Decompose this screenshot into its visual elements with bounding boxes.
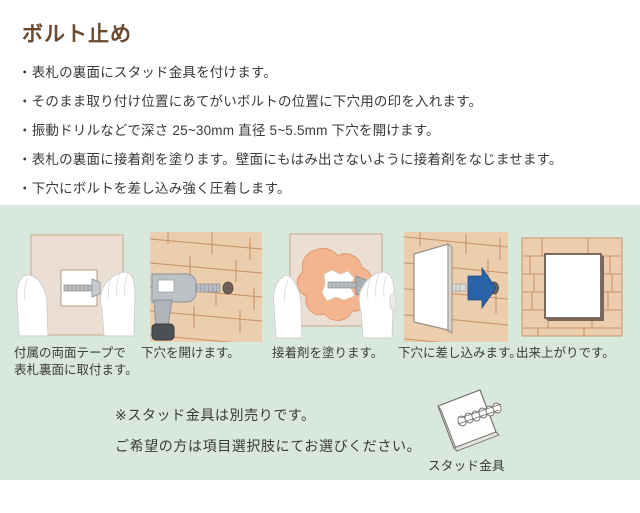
illustration-drill-pilot-hole — [150, 232, 262, 342]
panel-caption: 付属の両面テープで 表札裏面に取付ます。 — [14, 346, 138, 377]
instruction-step: ・表札の裏面に接着剤を塗ります。壁面にもはみ出さないように接着剤をなじませます。 — [18, 152, 563, 167]
instruction-step: ・振動ドリルなどで深さ 25~30mm 直径 5~5.5mm 下穴を開けます。 — [18, 123, 440, 138]
stud-hardware-label: スタッド金具 — [428, 459, 505, 473]
stud-availability-note: ※スタッド金具は別売りです。 ご希望の方は項目選択肢にてお選びください。 — [115, 400, 421, 462]
note-line: ※スタッド金具は別売りです。 — [115, 407, 316, 423]
page-title: ボルト止め — [22, 23, 132, 46]
instruction-step: ・下穴にボルトを差し込み強く圧着します。 — [18, 181, 291, 196]
note-line: ご希望の方は項目選択肢にてお選びください。 — [115, 438, 422, 454]
illustration-insert-into-hole — [404, 232, 508, 342]
stud-hardware-illustration — [424, 388, 528, 458]
panel-caption: 接着剤を塗ります。 — [272, 346, 384, 360]
illustration-strip — [0, 232, 640, 342]
panel-caption: 下穴に差し込みます。 — [398, 346, 522, 360]
instruction-step: ・表札の裏面にスタッド金具を付けます。 — [18, 65, 277, 80]
panel-caption: 下穴を開けます。 — [141, 346, 240, 360]
instruction-step: ・そのまま取り付け位置にあてがいボルトの位置に下穴用の印を入れます。 — [18, 94, 483, 109]
illustration-attach-stud-to-plate — [14, 232, 140, 342]
illustration-apply-adhesive — [272, 232, 398, 342]
panel-caption: 出来上がりです。 — [516, 346, 615, 360]
illustration-finished-result — [518, 232, 626, 342]
instruction-step-list: ・表札の裏面にスタッド金具を付けます。 ・そのまま取り付け位置にあてがいボルトの… — [18, 58, 630, 203]
